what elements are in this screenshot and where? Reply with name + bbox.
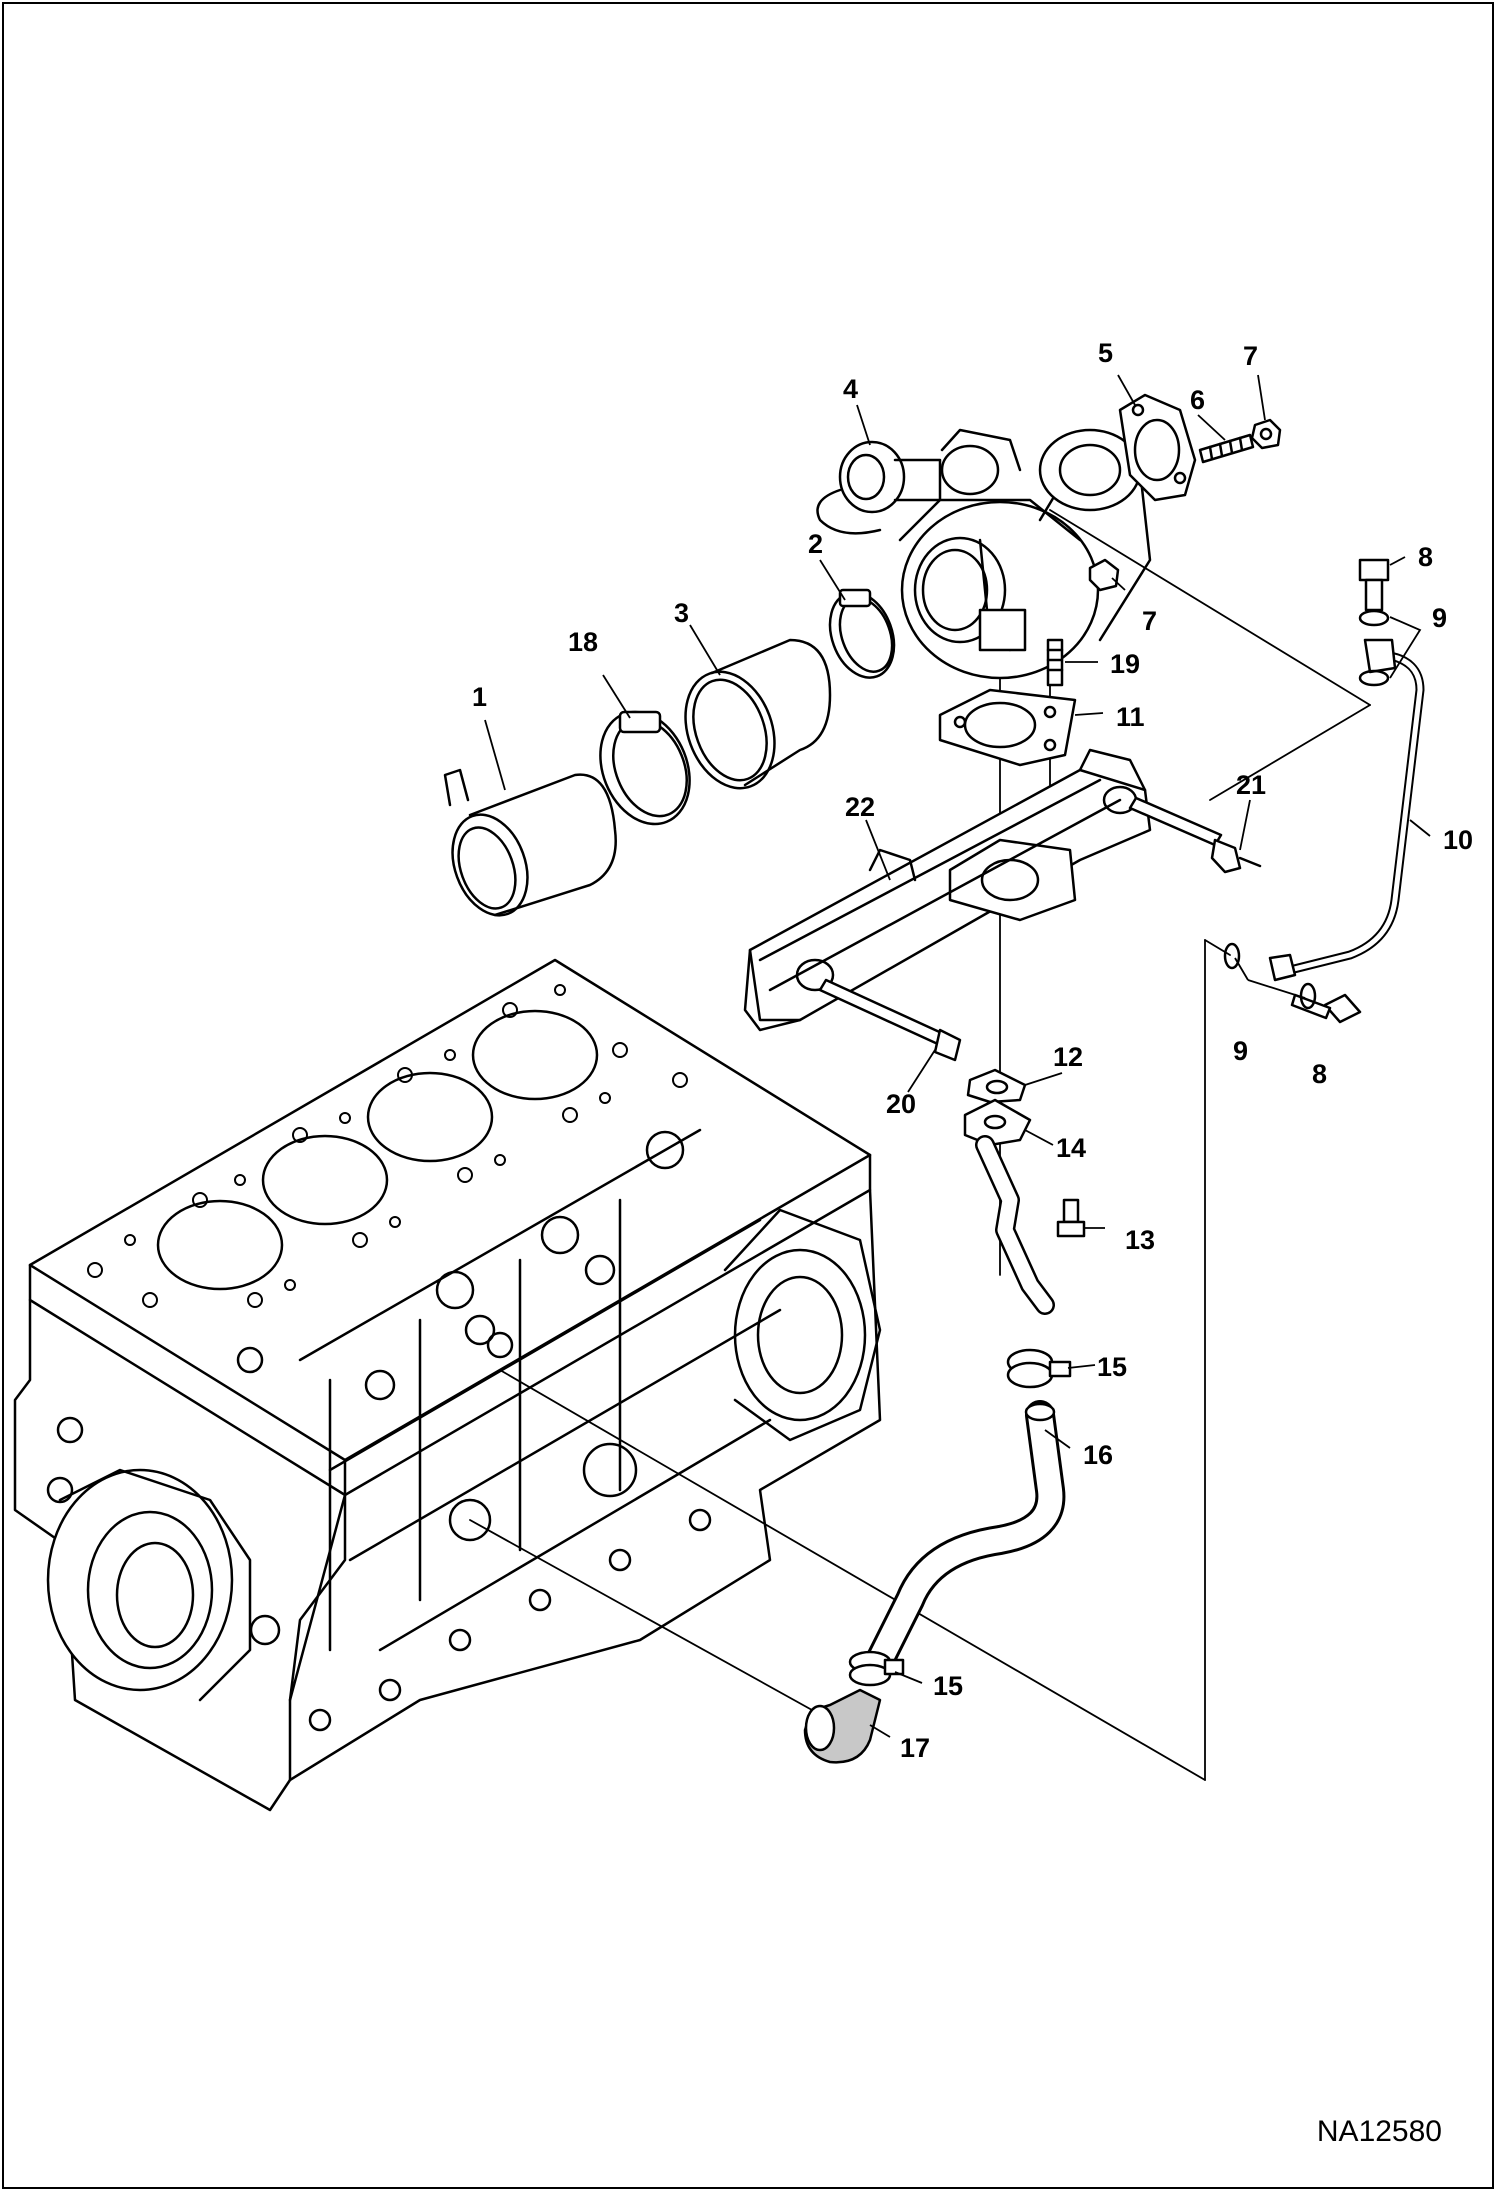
bolt-20 [818, 978, 962, 1062]
leader-lines [469, 509, 1371, 1781]
drain-tube-14 [963, 1098, 1055, 1315]
hose-3 [684, 638, 832, 790]
callout-leaders [484, 374, 1431, 1738]
gasket-5 [1118, 393, 1197, 502]
clamp-15-lower [848, 1650, 905, 1687]
stud-6 [1198, 433, 1255, 464]
gasket-11 [938, 688, 1077, 767]
figure-id: NA12580 [1316, 2115, 1442, 2148]
callout-9-lower: 9 [1233, 1036, 1248, 1066]
callout-3: 3 [674, 598, 689, 628]
bolt-21 [1128, 796, 1262, 874]
callout-6: 6 [1190, 385, 1205, 415]
callout-10: 10 [1443, 825, 1473, 855]
callout-8-upper: 8 [1418, 542, 1433, 572]
callout-7-upper: 7 [1243, 341, 1258, 371]
callout-14: 14 [1056, 1133, 1086, 1163]
callout-7-lower: 7 [1142, 606, 1157, 636]
bolt-13 [1056, 1198, 1086, 1238]
callouts: 1 18 3 2 4 5 6 7 7 8 9 10 11 19 21 22 9 … [472, 338, 1473, 1763]
oil-line-10 [1268, 638, 1425, 982]
hose-clamp-2 [828, 588, 896, 679]
callout-4: 4 [843, 374, 858, 404]
elbow-fitting-17 [803, 1688, 882, 1764]
banjo-bolt-8-upper [1358, 558, 1390, 612]
callout-2: 2 [808, 529, 823, 559]
callout-15-lower: 15 [933, 1671, 963, 1701]
exhaust-manifold [743, 748, 1152, 1032]
callout-12: 12 [1053, 1042, 1083, 1072]
callout-20: 20 [886, 1089, 916, 1119]
intake-pipe [443, 768, 617, 917]
clamp-15-upper [1006, 1348, 1072, 1389]
nut-7-upper [1250, 418, 1282, 450]
callout-22: 22 [845, 792, 875, 822]
callout-5: 5 [1098, 338, 1113, 368]
callout-1: 1 [472, 682, 487, 712]
callout-21: 21 [1236, 770, 1266, 800]
callout-8-lower: 8 [1312, 1059, 1327, 1089]
stud-19 [1046, 638, 1064, 687]
callout-9-upper: 9 [1432, 603, 1447, 633]
callout-19: 19 [1110, 649, 1140, 679]
callout-17: 17 [900, 1733, 930, 1763]
callout-15-upper: 15 [1097, 1352, 1127, 1382]
gasket-12 [966, 1068, 1027, 1104]
callout-11: 11 [1116, 702, 1145, 732]
turbocharger [816, 428, 1152, 680]
hose-16 [865, 1400, 1066, 1675]
washers-9-lower [1223, 942, 1317, 1010]
callout-16: 16 [1083, 1440, 1113, 1470]
washers-9-upper [1358, 609, 1390, 687]
engine-block [13, 958, 882, 1812]
nut-7-lower [1088, 558, 1120, 592]
callout-13: 13 [1125, 1225, 1155, 1255]
callout-18: 18 [568, 627, 598, 657]
